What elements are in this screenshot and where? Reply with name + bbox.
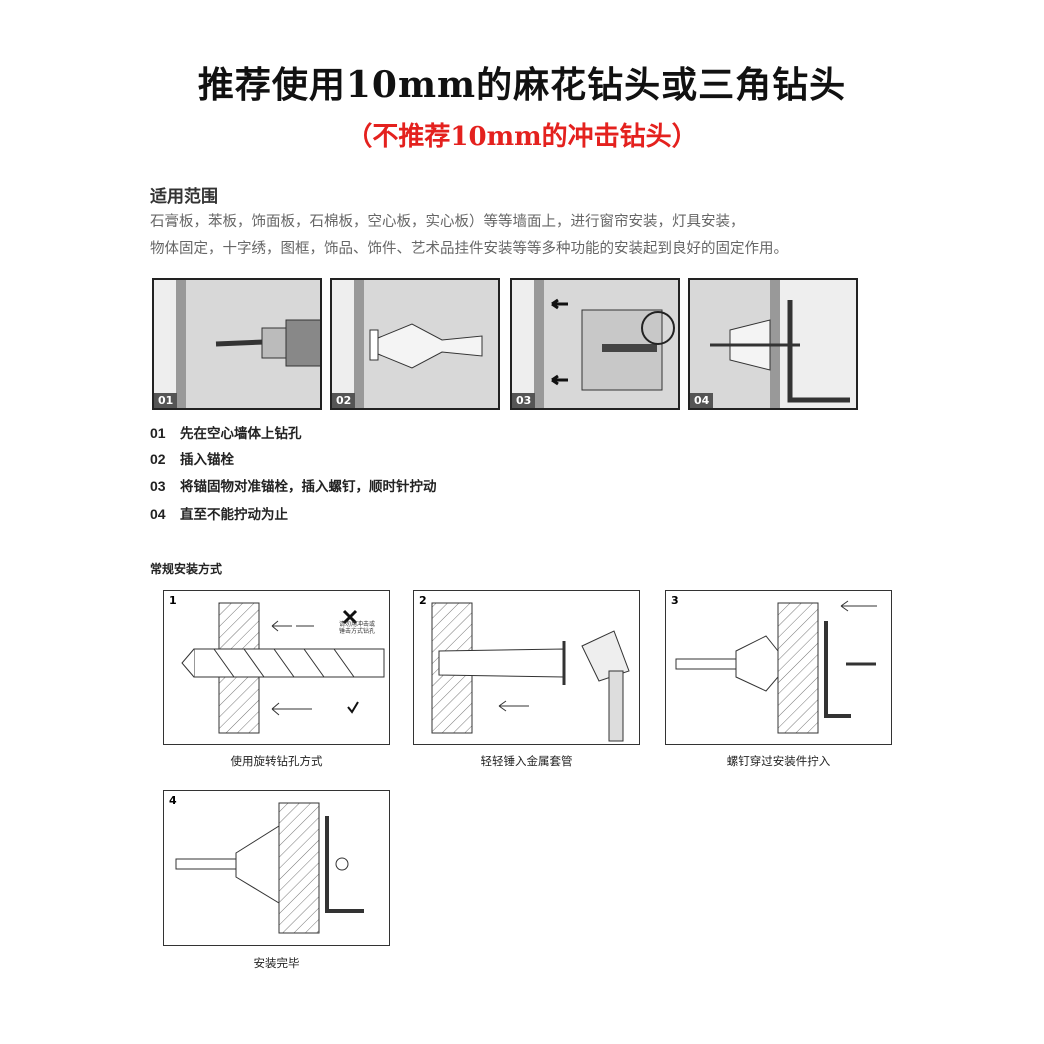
diagram-step-1: 1 请勿用冲击或锤击方式钻孔 [163, 590, 390, 745]
screw-through-fixture-diagram [675, 600, 877, 734]
diagram-number: 4 [169, 794, 177, 807]
scope-heading: 适用范围 [150, 187, 218, 207]
scope-line: 物体固定，十字绣，图框，饰品、饰件、艺术品挂件安装等等多种功能的安装起到良好的固… [150, 241, 788, 257]
photo-tag: 02 [332, 393, 356, 408]
diagram-number: 2 [419, 594, 427, 607]
diagram-step-3: 3 [665, 590, 892, 745]
screw-in-illustration [512, 280, 675, 408]
diagram-number: 1 [169, 594, 177, 607]
hammer-in-sleeve-diagram [431, 602, 630, 742]
diagram-step-2: 2 [413, 590, 640, 745]
step-item: 02 插入锚栓 [150, 448, 234, 468]
diagram-caption: 螺钉穿过安装件拧入 [726, 754, 831, 768]
rotary-drill-diagram [181, 602, 385, 734]
drill-illustration [154, 280, 320, 408]
photo-step-1: 01 [152, 278, 322, 410]
step-number: 03 [150, 478, 166, 494]
regular-install-heading: 常规安装方式 [150, 562, 223, 576]
photo-step-4: 04 [688, 278, 858, 410]
step-number: 02 [150, 451, 166, 467]
photo-step-2: 02 [330, 278, 500, 410]
step-text: 先在空心墙体上钻孔 [180, 426, 302, 442]
step-number: 04 [150, 506, 166, 522]
drill-warning-note: 请勿用冲击或锤击方式钻孔 [339, 621, 376, 635]
step-text: 直至不能拧动为止 [180, 507, 288, 523]
diagram-caption: 安装完毕 [253, 956, 300, 970]
step-item: 04 直至不能拧动为止 [150, 503, 288, 523]
page-title: 推荐使用10mm的麻花钻头或三角钻头 [197, 64, 847, 106]
photo-tag: 04 [690, 393, 714, 408]
step-item: 03 将锚固物对准锚栓，插入螺钉，顺时针拧动 [150, 475, 437, 495]
step-item: 01 先在空心墙体上钻孔 [150, 422, 302, 442]
photo-step-3: 03 [510, 278, 680, 410]
step-text: 将锚固物对准锚栓，插入螺钉，顺时针拧动 [180, 479, 437, 495]
diagram-step-4: 4 [163, 790, 390, 946]
diagram-number: 3 [671, 594, 679, 607]
step-text: 插入锚栓 [180, 452, 234, 468]
photo-tag: 01 [154, 393, 178, 408]
step-number: 01 [150, 425, 166, 441]
page-subtitle: （不推荐10mm的冲击钻头） [346, 122, 698, 152]
diagram-caption: 使用旋转钻孔方式 [230, 754, 323, 768]
installation-complete-diagram [175, 802, 364, 934]
anchor-insert-illustration [332, 280, 483, 408]
scope-line: 石膏板，苯板，饰面板，石棉板，空心板，实心板）等等墙面上，进行窗帘安装，灯具安装… [150, 214, 745, 230]
photo-tag: 03 [512, 393, 536, 408]
diagram-caption: 轻轻锤入金属套管 [480, 754, 573, 768]
fixed-anchor-illustration [710, 280, 856, 408]
